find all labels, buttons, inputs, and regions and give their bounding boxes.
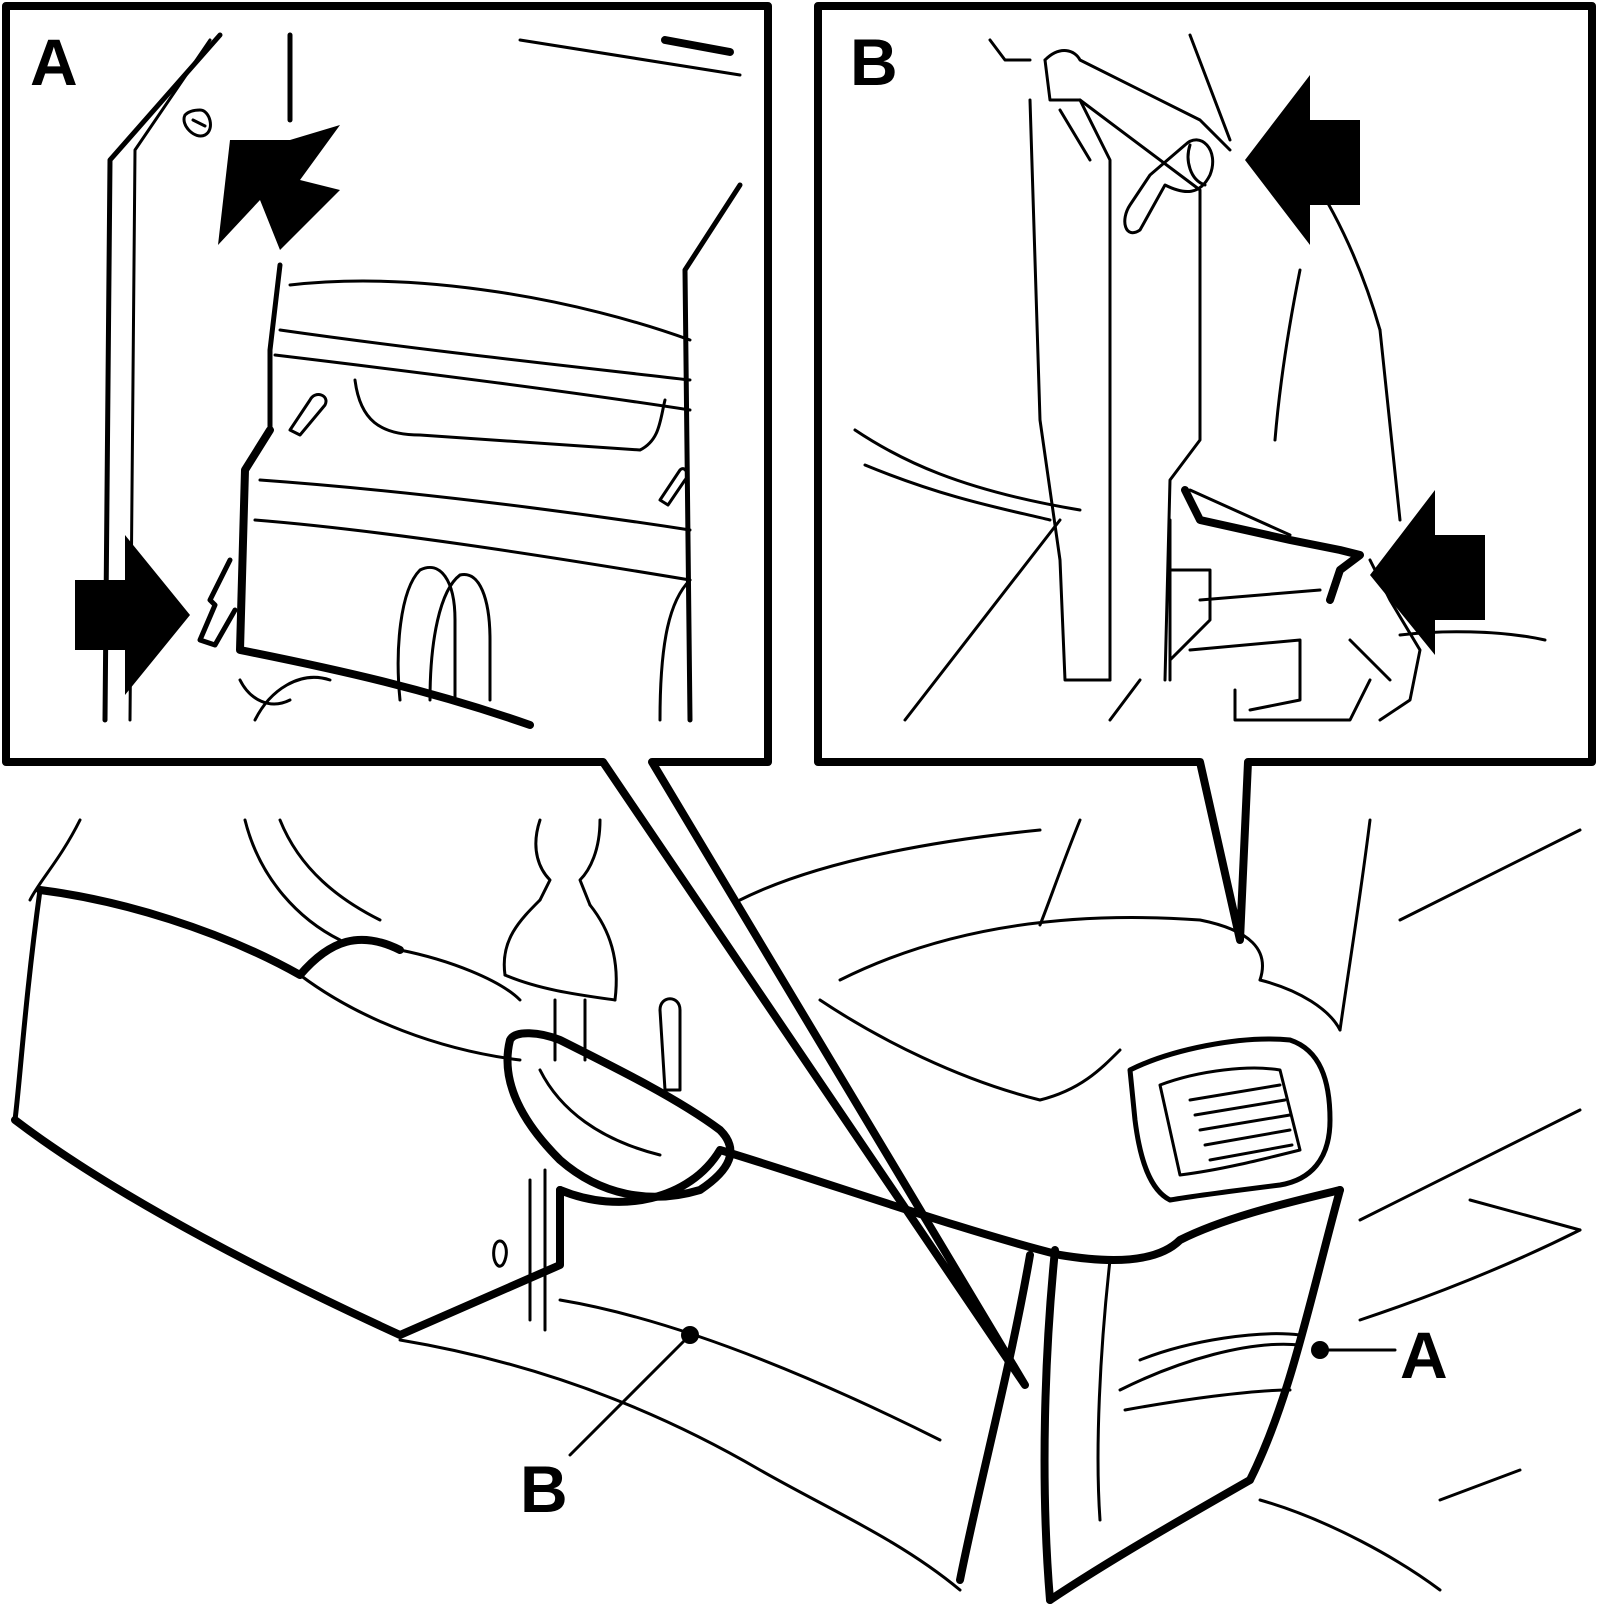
clip-left <box>288 393 328 437</box>
main-view: B A <box>11 818 1582 1604</box>
arrow-icon <box>218 125 340 250</box>
cupholder-outline <box>503 1029 735 1201</box>
rear-console-outline <box>556 1146 1344 1264</box>
inset-b-label: B <box>850 25 898 99</box>
rear-air-vent <box>1127 1036 1333 1203</box>
gear-lever <box>502 818 682 1092</box>
callout-a-label: A <box>1400 1318 1448 1392</box>
inset-a-frame <box>2 2 1029 1389</box>
inset-a: A <box>2 2 1029 1389</box>
front-console-outline <box>36 886 404 979</box>
clip-right <box>658 467 689 507</box>
inset-b: B <box>814 2 1596 944</box>
arrow-icon <box>1370 490 1485 655</box>
inset-b-frame <box>814 2 1596 944</box>
bracket-outline <box>1181 486 1364 604</box>
callout-b-leader <box>568 1333 692 1457</box>
callout-b-label: B <box>520 1452 568 1526</box>
screw-icon <box>182 108 212 138</box>
arrow-icon <box>1245 75 1360 245</box>
inset-a-label: A <box>30 25 78 99</box>
arrow-icon <box>75 535 190 695</box>
